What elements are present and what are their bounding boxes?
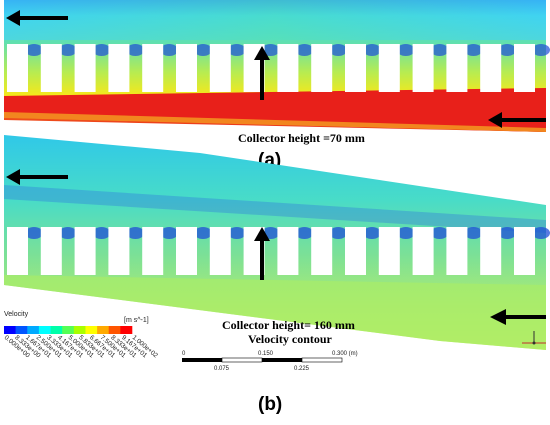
scale-label-075: 0.075 [214,366,230,372]
panel-b-fin [7,227,28,275]
panel-a-fin [142,44,164,92]
panel-b-annotation-line1: Collector height= 160 mm [222,318,355,332]
legend-color-swatch [4,326,16,334]
panel-a-fin [74,44,96,92]
panel-b-fin [412,227,434,275]
panel-b-fin [311,227,333,275]
axis-triad [522,331,546,345]
legend-color-swatch [27,326,40,334]
panel-a-annotation: Collector height =70 mm [238,131,365,145]
panel-a-fin [345,44,366,92]
panel-a-fin [277,44,299,92]
flow-arrow-bottom-right-b [490,309,546,325]
panel-b-fin [277,227,299,275]
panel-b-fin [480,227,502,275]
panel-a-fin [108,44,130,92]
panel-a-contour [4,0,550,132]
flow-arrow-top-left [6,10,68,26]
legend-color-swatch [108,326,121,334]
panel-a-fin [40,44,62,92]
scale-label-300: 0.300 (m) [332,351,358,357]
flow-arrow-bottom-right-a [488,112,546,128]
legend-unit: [m s^-1] [124,317,149,324]
panel-b-fin [74,227,96,275]
legend-color-swatch [97,326,110,334]
panel-b-fin [176,227,197,275]
panel-a-fin [514,44,535,92]
scale-label-150: 0.150 [258,351,274,357]
panel-a-fin [480,44,502,92]
panel-b-caption: (b) [258,394,283,415]
legend-color-swatch [15,326,28,334]
panel-b-fin [40,227,62,275]
scale-label-225: 0.225 [294,366,310,372]
flow-arrow-up-b [254,227,270,280]
scale-label-0: 0 [182,351,186,357]
scale-bar: 0 0.150 0.300 (m) 0.075 0.225 [182,351,358,372]
panel-b-contour [4,135,550,350]
panel-a-fin [412,44,434,92]
legend-title: Velocity [4,311,29,318]
legend-colorbar [4,326,133,334]
panel-b-annotation-line2: Velocity contour [248,332,332,346]
panel-b-fin [142,227,164,275]
panel-b-fin [209,227,231,275]
panel-a-fin [446,44,468,92]
legend-color-swatch [62,326,75,334]
panel-a-fin [378,44,400,92]
panel-a-fin [176,44,197,92]
panel-b-fin [378,227,400,275]
legend-color-swatch [38,326,51,334]
panel-b-fin [345,227,366,275]
legend-ticks: 0.000e+008.333e+001.667e+012.500e+013.33… [4,334,159,359]
panel-a-fin [311,44,333,92]
velocity-legend: Velocity [m s^-1] 0.000e+008.333e+001.66… [4,311,159,360]
flow-arrow-up-a [254,46,270,100]
panel-b-fin [514,227,535,275]
panel-b-fin [446,227,468,275]
legend-color-swatch [120,326,133,334]
panel-b-fin [108,227,130,275]
flow-arrow-left-b [6,169,68,185]
legend-color-swatch [50,326,63,334]
panel-a-fin [7,44,28,92]
legend-color-swatch [85,326,98,334]
legend-color-swatch [73,326,86,334]
panel-a-fin [209,44,231,92]
